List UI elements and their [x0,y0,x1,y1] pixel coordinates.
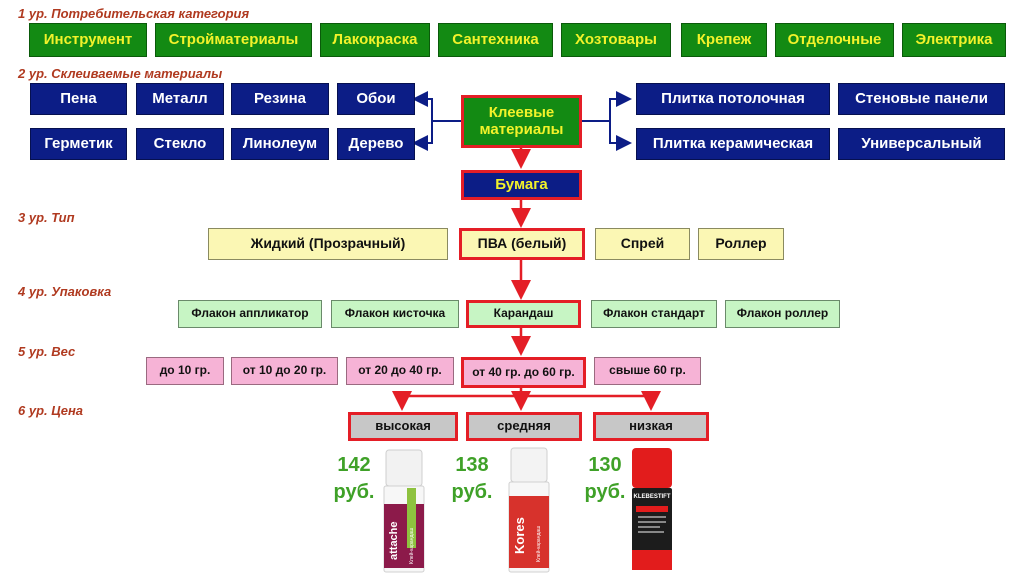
material-derevo: Дерево [337,128,415,160]
material-universalny: Универсальный [838,128,1005,160]
price-unit: руб. [451,481,493,503]
glue-materials-node: Клеевые материалы [461,95,582,148]
level-2-label: 2 ур. Склеиваемые материалы [18,66,223,81]
type-liquid: Жидкий (Прозрачный) [208,228,448,260]
price-130: 130 руб. [574,452,636,506]
weight-10-20: от 10 до 20 гр. [231,357,338,385]
price-amount: 142 [337,454,371,476]
link-keramika [609,121,632,151]
type-pva: ПВА (белый) [459,228,585,260]
price-unit: руб. [333,481,375,503]
category-elektrika: Электрика [902,23,1006,57]
glue-stick-kores-image: Kores Клей-карандаш [508,447,550,573]
level-4-label: 4 ур. Упаковка [18,284,112,299]
level-3-label: 3 ур. Тип [18,210,75,225]
glue-stick-klebestift-image: KLEBESTIFT [632,448,672,570]
category-instrument: Инструмент [29,23,147,57]
material-pena: Пена [30,83,127,115]
material-oboi: Обои [337,83,415,115]
price-medium: средняя [466,412,582,441]
pack-standard: Флакон стандарт [591,300,717,328]
category-stroymaterialy: Стройматериалы [155,23,312,57]
price-high: высокая [348,412,458,441]
pack-applicator: Флакон аппликатор [178,300,322,328]
price-138: 138 руб. [441,452,503,506]
material-stenovye-paneli: Стеновые панели [838,83,1005,115]
type-roller: Роллер [698,228,784,260]
weight-over-60: свыше 60 гр. [594,357,701,385]
category-lakokraska: Лакокраска [320,23,430,57]
pack-brush: Флакон кисточка [331,300,459,328]
level-5-label: 5 ур. Вес [18,344,76,359]
price-amount: 130 [588,454,622,476]
product-brand: attache [388,521,400,560]
weight-up-to-10: до 10 гр. [146,357,224,385]
material-plitka-keramicheskaya: Плитка керамическая [636,128,830,160]
material-steklo: Стекло [136,128,224,160]
material-rezina: Резина [231,83,329,115]
link-derevo [412,121,433,151]
material-germetik: Герметик [30,128,127,160]
category-krepezh: Крепеж [681,23,767,57]
material-linoleum: Линолеум [231,128,329,160]
price-amount: 138 [455,454,489,476]
price-142: 142 руб. [323,452,385,506]
category-santehnika: Сантехника [438,23,553,57]
level-1-label: 1 ур. Потребительская категория [18,6,250,21]
category-hoztovary: Хозтовары [561,23,671,57]
weight-40-60: от 40 гр. до 60 гр. [461,357,586,388]
product-brand: KLEBESTIFT [634,494,671,500]
type-spray: Спрей [595,228,690,260]
price-unit: руб. [584,481,626,503]
pack-roller: Флакон роллер [725,300,840,328]
pack-pencil: Карандаш [466,300,581,328]
category-otdelochnye: Отделочные [775,23,894,57]
product-label: Клей-карандаш [408,528,415,564]
product-brand: Kores [512,517,527,554]
material-metall: Металл [136,83,224,115]
product-label: Клей-карандаш [535,526,542,562]
weight-20-40: от 20 до 40 гр. [346,357,454,385]
link-potolok [582,91,632,122]
paper-node: Бумага [461,170,582,200]
material-plitka-potolochnaya: Плитка потолочная [636,83,830,115]
glue-stick-attache-image: attache Клей-карандаш [383,449,425,573]
level-6-label: 6 ур. Цена [18,403,84,418]
price-low: низкая [593,412,709,441]
link-obois [412,91,461,122]
